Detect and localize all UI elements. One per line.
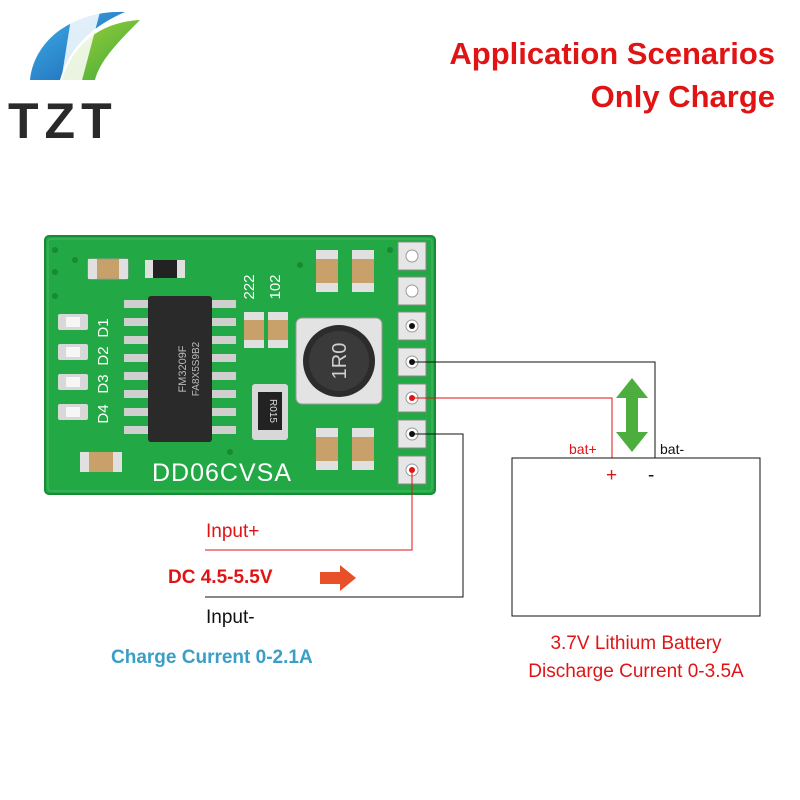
page-subtitle: Only Charge [590,79,775,114]
bat-minus-label: bat- [660,441,685,457]
led-label-d2: D2 [95,346,112,365]
led-array [58,314,88,420]
input-plus-label: Input+ [206,521,260,542]
wire-dots [409,323,415,473]
charge-current-label: Charge Current 0-2.1A [111,647,313,668]
battery-minus-sign: - [648,465,655,486]
page-title: Application Scenarios [449,36,775,71]
logo-mark [30,11,140,88]
cap-label-222: 222 [241,274,258,299]
led-label-d3: D3 [95,374,112,393]
input-arrow-icon [320,565,356,591]
bat-plus-label: bat+ [569,441,597,457]
ic-marking-2: FA8X5S9B2 [191,341,202,396]
battery-box [511,457,761,617]
wiring [205,361,656,598]
ic-chip [124,296,236,442]
ic-marking-1: FM3209F [177,345,189,392]
battery-plus-sign: + [606,465,618,486]
battery-type-label: 3.7V Lithium Battery [550,633,722,654]
discharge-current-label: Discharge Current 0-3.5A [528,661,744,682]
input-minus-label: Input- [206,607,255,628]
board-silkscreen: DD06CVSA [152,459,292,487]
inductor-marking: 1R0 [329,343,351,380]
led-label-d4: D4 [95,404,112,423]
inductor [295,317,383,405]
resistor-marking: R015 [267,399,278,423]
input-voltage-label: DC 4.5-5.5V [168,567,273,588]
smd-components [80,250,374,472]
shunt-resistor [252,384,288,440]
bidirectional-arrow-icon [616,378,648,452]
cap-label-102: 102 [267,274,284,299]
logo-text: TZT [8,93,118,149]
led-label-d1: D1 [95,318,112,337]
